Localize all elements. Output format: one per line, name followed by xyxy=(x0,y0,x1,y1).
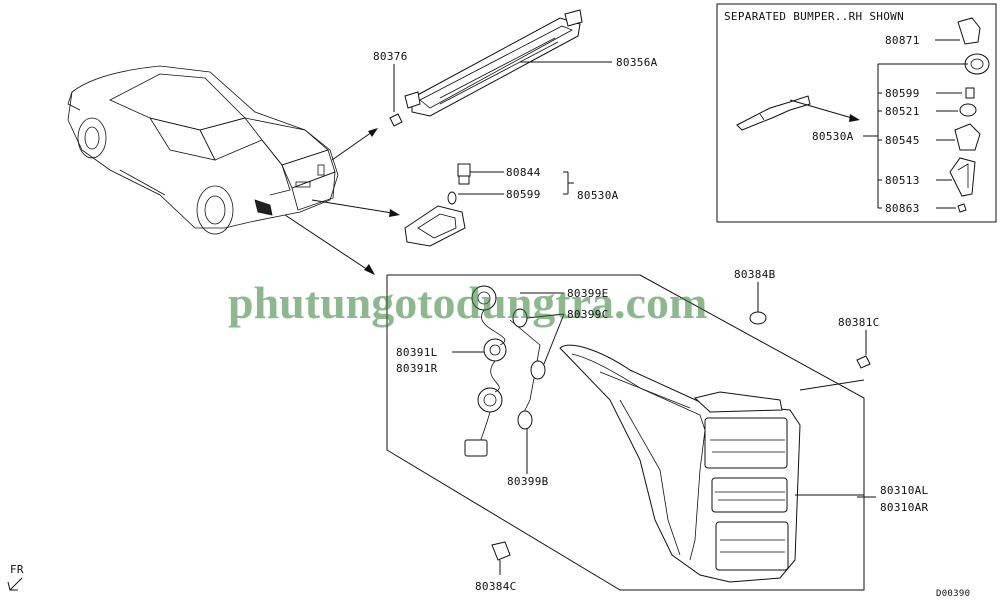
label-80399B: 80399B xyxy=(507,475,549,488)
diagram-code: D00390 xyxy=(936,589,970,599)
high-mount-stop-lamp xyxy=(404,9,612,117)
label-80399E: 80399E xyxy=(567,287,609,300)
label-80530A: 80530A xyxy=(577,189,619,202)
label-80381C: 80381C xyxy=(838,316,880,329)
socket-harness xyxy=(464,285,546,457)
label-inset-80545: 80545 xyxy=(885,134,920,147)
license-lamp xyxy=(404,163,574,247)
leader-lines xyxy=(452,292,876,498)
watermark: phutungotodungtra.com xyxy=(228,277,707,328)
callout-arrows xyxy=(284,128,400,275)
label-80384B: 80384B xyxy=(734,268,776,281)
truck-illustration xyxy=(67,65,339,235)
inset-title: SEPARATED BUMPER..RH SHOWN xyxy=(724,10,904,23)
clip-80384B xyxy=(749,282,767,325)
label-inset-80521: 80521 xyxy=(885,105,920,118)
label-inset-80871: 80871 xyxy=(885,34,920,47)
front-label: FR xyxy=(10,563,24,576)
label-80599: 80599 xyxy=(506,188,541,201)
label-80310AL: 80310AL xyxy=(880,484,929,497)
tail-lamp-assembly xyxy=(559,344,801,583)
tail-lamp-box xyxy=(386,274,865,591)
label-80391L: 80391L xyxy=(396,346,438,359)
label-80384C: 80384C xyxy=(475,580,517,593)
screw-80381C xyxy=(856,330,871,369)
label-80356A: 80356A xyxy=(616,56,658,69)
label-80399C: 80399C xyxy=(567,308,609,321)
front-direction-arrow xyxy=(7,577,23,591)
label-inset-80863: 80863 xyxy=(885,202,920,215)
clip-80376 xyxy=(389,64,403,127)
label-inset-80530A: 80530A xyxy=(812,130,854,143)
label-80376: 80376 xyxy=(373,50,408,63)
label-inset-80513: 80513 xyxy=(885,174,920,187)
clip-80384C xyxy=(491,541,511,575)
label-80844: 80844 xyxy=(506,166,541,179)
label-80310AR: 80310AR xyxy=(880,501,929,514)
inset-box xyxy=(716,3,997,223)
label-80391R: 80391R xyxy=(396,362,438,375)
label-inset-80599: 80599 xyxy=(885,87,920,100)
